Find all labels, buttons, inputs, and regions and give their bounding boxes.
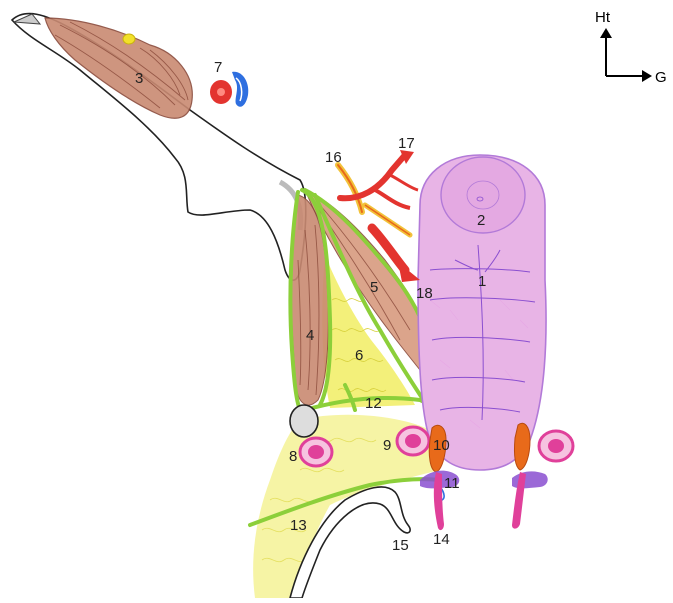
label-7: 7 [214, 59, 222, 76]
label-12: 12 [365, 395, 382, 412]
label-5: 5 [370, 279, 378, 296]
bone-oval [290, 405, 318, 437]
label-8: 8 [289, 448, 297, 465]
label-10: 10 [433, 437, 450, 454]
label-14: 14 [433, 531, 450, 548]
label-18: 18 [416, 285, 433, 302]
orange-10-right [515, 423, 530, 470]
label-11: 11 [444, 475, 460, 492]
axis-up-arrowhead [600, 28, 612, 38]
axis-right-arrowhead [642, 70, 652, 82]
orientation-axes: Ht G [595, 9, 667, 86]
label-2: 2 [477, 212, 485, 229]
label-9: 9 [383, 437, 391, 454]
label-16: 16 [325, 149, 342, 166]
label-3: 3 [135, 70, 143, 87]
label-17: 17 [398, 135, 415, 152]
vessels-7 [210, 72, 248, 107]
vessel-9 [397, 427, 429, 455]
label-4: 4 [306, 327, 314, 344]
label-1: 1 [478, 273, 486, 290]
small-yellow-node [123, 34, 135, 44]
axis-up-label: Ht [595, 9, 611, 26]
label-6: 6 [355, 347, 363, 364]
vessel-right [539, 431, 573, 461]
label-15: 15 [392, 537, 409, 554]
label-13: 13 [290, 517, 307, 534]
axis-right-label: G [655, 69, 667, 86]
vessel-8 [300, 438, 332, 466]
